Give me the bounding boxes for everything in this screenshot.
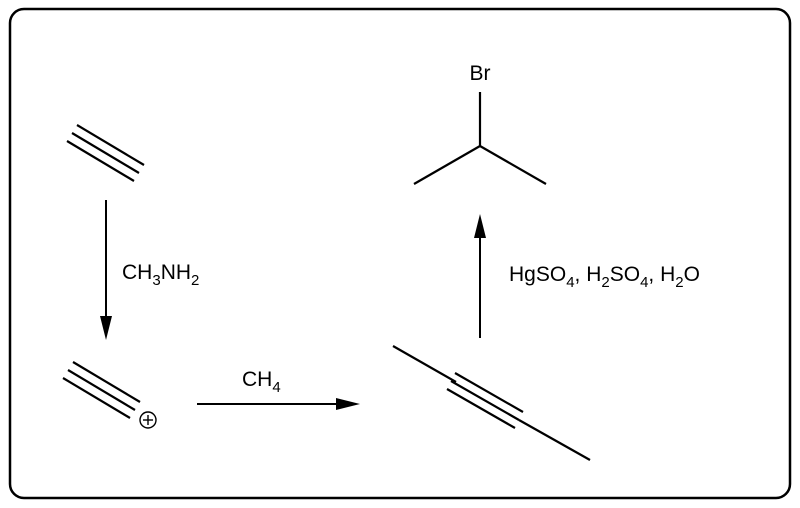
ethyne-molecule (66, 124, 145, 182)
bromopropane-molecule: Br (413, 62, 547, 185)
reagent-step3: HgSO4, H2SO4, H2O (509, 263, 700, 291)
arrow-step1 (100, 200, 112, 340)
arrow-step3 (474, 214, 486, 338)
positive-charge-icon (139, 411, 157, 429)
reagent-step1: CH3NH2 (122, 261, 199, 289)
butyne-molecule (392, 345, 591, 461)
reagent-step2: CH4 (242, 368, 281, 396)
ethynyl-cation (62, 361, 141, 419)
scheme-frame (8, 7, 792, 500)
bromine-atom-label: Br (470, 62, 491, 85)
arrow-step2 (197, 398, 360, 410)
